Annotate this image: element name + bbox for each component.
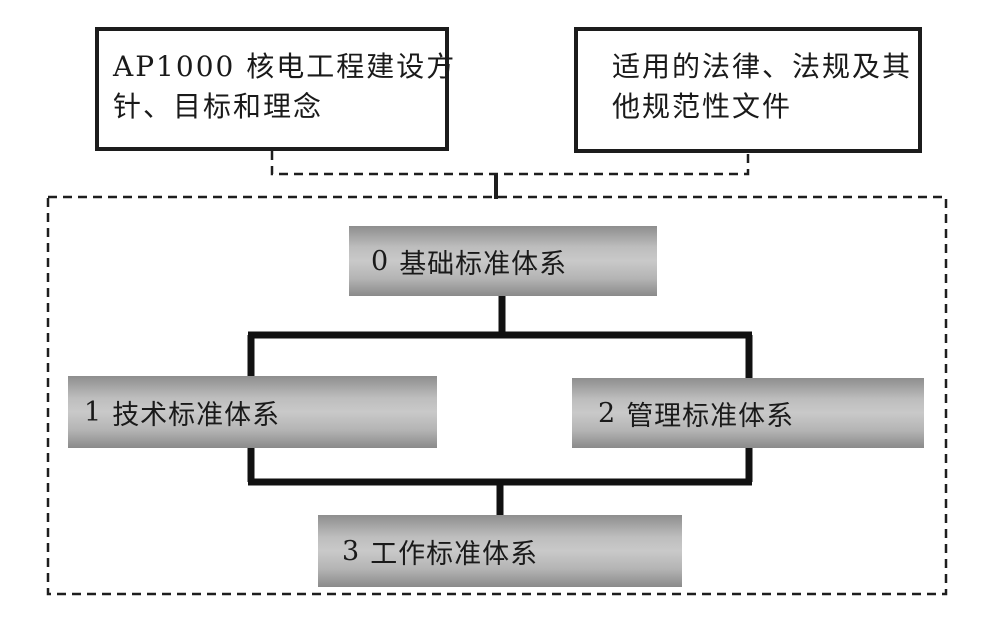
basic-standard-label: 基础标准体系: [399, 248, 568, 280]
construction-policy-line2: 针、目标和理念: [113, 90, 324, 123]
work-standard-number: 3: [342, 535, 361, 567]
basic-standard-system-box: 0 基础标准体系: [349, 226, 657, 296]
technical-standard-label: 技术标准体系: [112, 399, 281, 431]
technical-standard-number: 1: [84, 396, 103, 428]
management-standard-number: 2: [598, 397, 617, 429]
work-standard-system-box: 3 工作标准体系: [318, 515, 682, 587]
construction-policy-box: AP1000 核电工程建设方 针、目标和理念: [95, 27, 457, 151]
construction-policy-line1: AP1000 核电工程建设方: [113, 50, 457, 83]
management-standard-system-box: 2 管理标准体系: [572, 378, 924, 448]
work-standard-label: 工作标准体系: [370, 538, 539, 570]
top-boxes-dashed-bracket: [270, 151, 750, 176]
basic-standard-number: 0: [371, 245, 390, 277]
laws-regulations-box: 适用的法律、法规及其 他规范性文件: [574, 27, 922, 153]
standards-container-dashed-border: [46, 195, 948, 596]
management-standard-label: 管理标准体系: [626, 400, 795, 432]
laws-regulations-line1: 适用的法律、法规及其: [612, 50, 913, 83]
technical-standard-system-box: 1 技术标准体系: [68, 376, 437, 448]
laws-regulations-line2: 他规范性文件: [612, 90, 793, 123]
